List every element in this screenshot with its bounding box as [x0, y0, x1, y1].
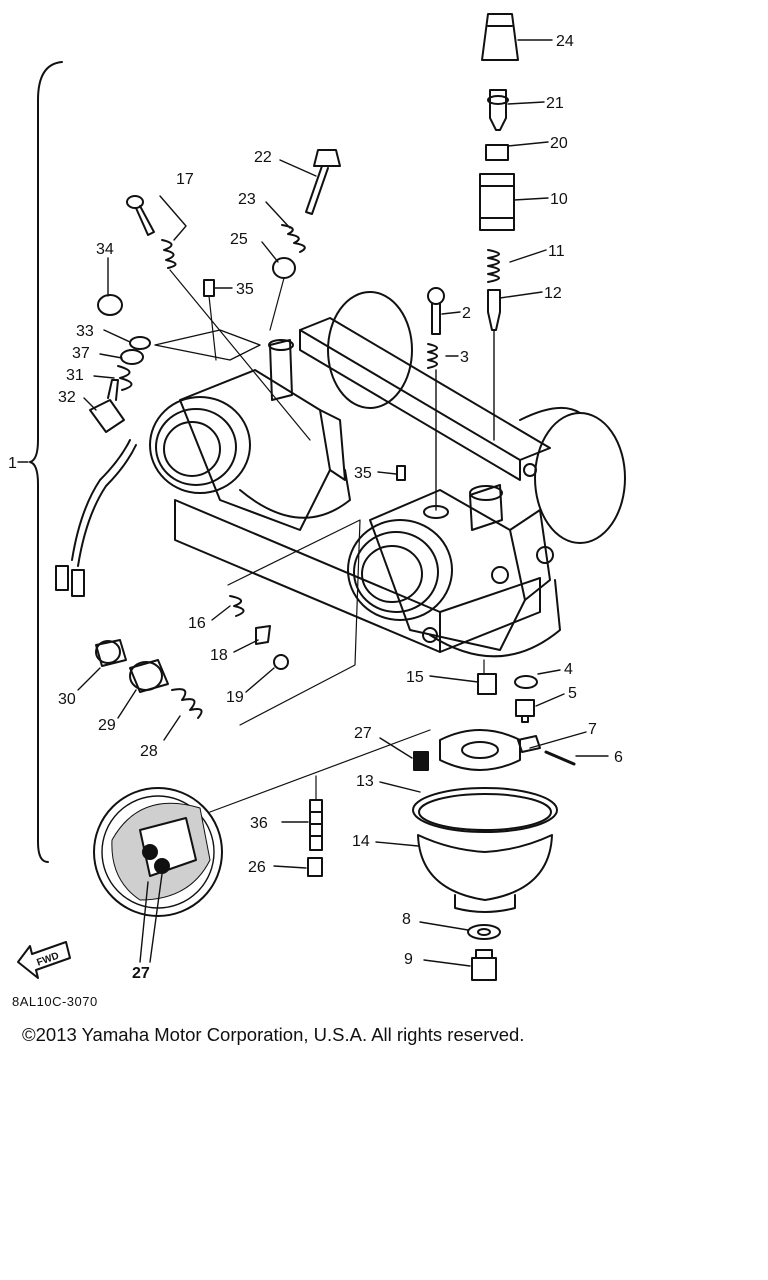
callout-20: 20	[550, 135, 568, 152]
drawing-code: 8AL10C-3070	[12, 994, 98, 1009]
callout-26: 26	[248, 859, 266, 876]
part-20-nut	[485, 144, 509, 161]
callout-30: 30	[58, 691, 76, 708]
callout-22: 22	[254, 149, 272, 166]
callout-5: 5	[568, 685, 577, 702]
callout-37: 37	[72, 345, 90, 362]
callout-6: 6	[614, 749, 623, 766]
callout-7: 7	[588, 721, 597, 738]
callout-32: 32	[58, 389, 76, 406]
throttle-screw-parts	[269, 149, 341, 331]
inset-detail-view	[93, 729, 431, 917]
callout-3: 3	[460, 349, 469, 366]
callout-2: 2	[462, 305, 471, 322]
part-21-needle-jet	[489, 89, 507, 131]
callout-27-inset: 27	[132, 965, 150, 982]
callout-10: 10	[550, 191, 568, 208]
callout-25: 25	[230, 231, 248, 248]
starter-plunger-parts	[55, 294, 261, 597]
callout-34: 34	[96, 241, 114, 258]
callout-4: 4	[564, 661, 573, 678]
callout-1: 1	[8, 455, 17, 472]
exploded-parts-diagram: 24 21 20 10 11 12 2 3 22 17 23 25 34 35 …	[8, 13, 626, 982]
accelerator-pump-parts	[95, 639, 203, 719]
part-35-top-o-ring	[203, 279, 215, 297]
callout-33: 33	[76, 323, 94, 340]
callout-13: 13	[356, 773, 374, 790]
callout-35-top: 35	[236, 281, 254, 298]
part-12-needle	[487, 289, 501, 331]
callout-15: 15	[406, 669, 424, 686]
callout-27-top: 27	[354, 725, 372, 742]
callout-23: 23	[238, 191, 256, 208]
callout-18: 18	[210, 647, 228, 664]
leader-lines	[17, 39, 609, 967]
float-bowl-assembly	[412, 729, 558, 913]
callout-29: 29	[98, 717, 116, 734]
part-24-cap	[481, 13, 519, 61]
part-callouts: 24 21 20 10 11 12 2 3 22 17 23 25 34 35 …	[8, 33, 623, 982]
callout-16: 16	[188, 615, 206, 632]
callout-9: 9	[404, 951, 413, 968]
callout-35-mid: 35	[354, 465, 372, 482]
part-27-plug	[413, 751, 429, 771]
part-35-mid-o-ring	[396, 465, 406, 481]
part-10-holder	[479, 173, 515, 231]
part-11-spring	[487, 249, 500, 283]
copyright-notice: ©2013 Yamaha Motor Corporation, U.S.A. A…	[22, 1024, 525, 1045]
callout-31: 31	[66, 367, 84, 384]
pilot-screw-parts	[427, 287, 445, 511]
jet-and-valve-parts	[477, 659, 576, 766]
callout-24: 24	[556, 33, 574, 50]
callout-17: 17	[176, 171, 194, 188]
callout-12: 12	[544, 285, 562, 302]
main-jet-parts	[307, 775, 323, 877]
callout-21: 21	[546, 95, 564, 112]
callout-8: 8	[402, 911, 411, 928]
callout-11: 11	[548, 243, 565, 260]
callout-36: 36	[250, 815, 268, 832]
assembly-bracket	[29, 61, 63, 863]
carburetor-body	[149, 291, 626, 658]
top-stack-parts	[479, 13, 519, 441]
callout-19: 19	[226, 689, 244, 706]
float-pin-parts	[227, 519, 361, 726]
callout-28: 28	[140, 743, 158, 760]
carburetor-drawing: 24 21 20 10 11 12 2 3 22 17 23 25 34 35 …	[8, 13, 626, 982]
part-17-screw-spring	[126, 195, 311, 441]
fwd-arrow-icon	[17, 941, 71, 979]
callout-14: 14	[352, 833, 370, 850]
drain-screw-parts	[467, 924, 501, 981]
